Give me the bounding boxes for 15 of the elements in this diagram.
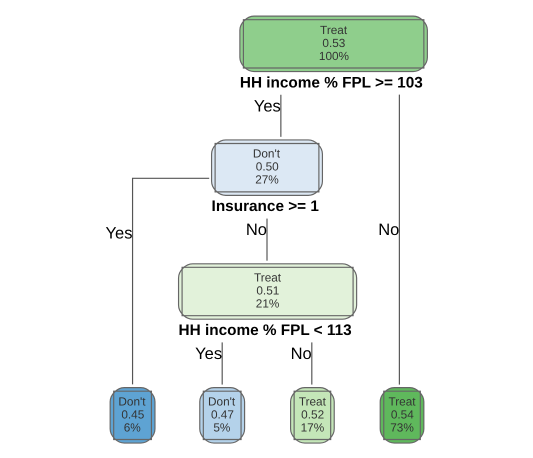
edge-label: No — [245, 221, 266, 240]
connector — [221, 342, 222, 385]
connector — [310, 342, 312, 385]
node-label: HH income % FPL >= 103 — [239, 74, 422, 92]
edge-label: Yes — [105, 224, 132, 242]
connector — [280, 94, 281, 137]
connector — [266, 218, 268, 261]
edge-label: No — [290, 345, 312, 364]
edge-label: Yes — [194, 345, 222, 364]
edge-label: No — [378, 221, 399, 240]
connector — [398, 94, 400, 385]
connector — [131, 178, 209, 384]
edge-label: Yes — [253, 97, 280, 116]
node-label: Insurance >= 1 — [211, 198, 318, 216]
node-label: HH income % FPL < 113 — [178, 322, 352, 340]
